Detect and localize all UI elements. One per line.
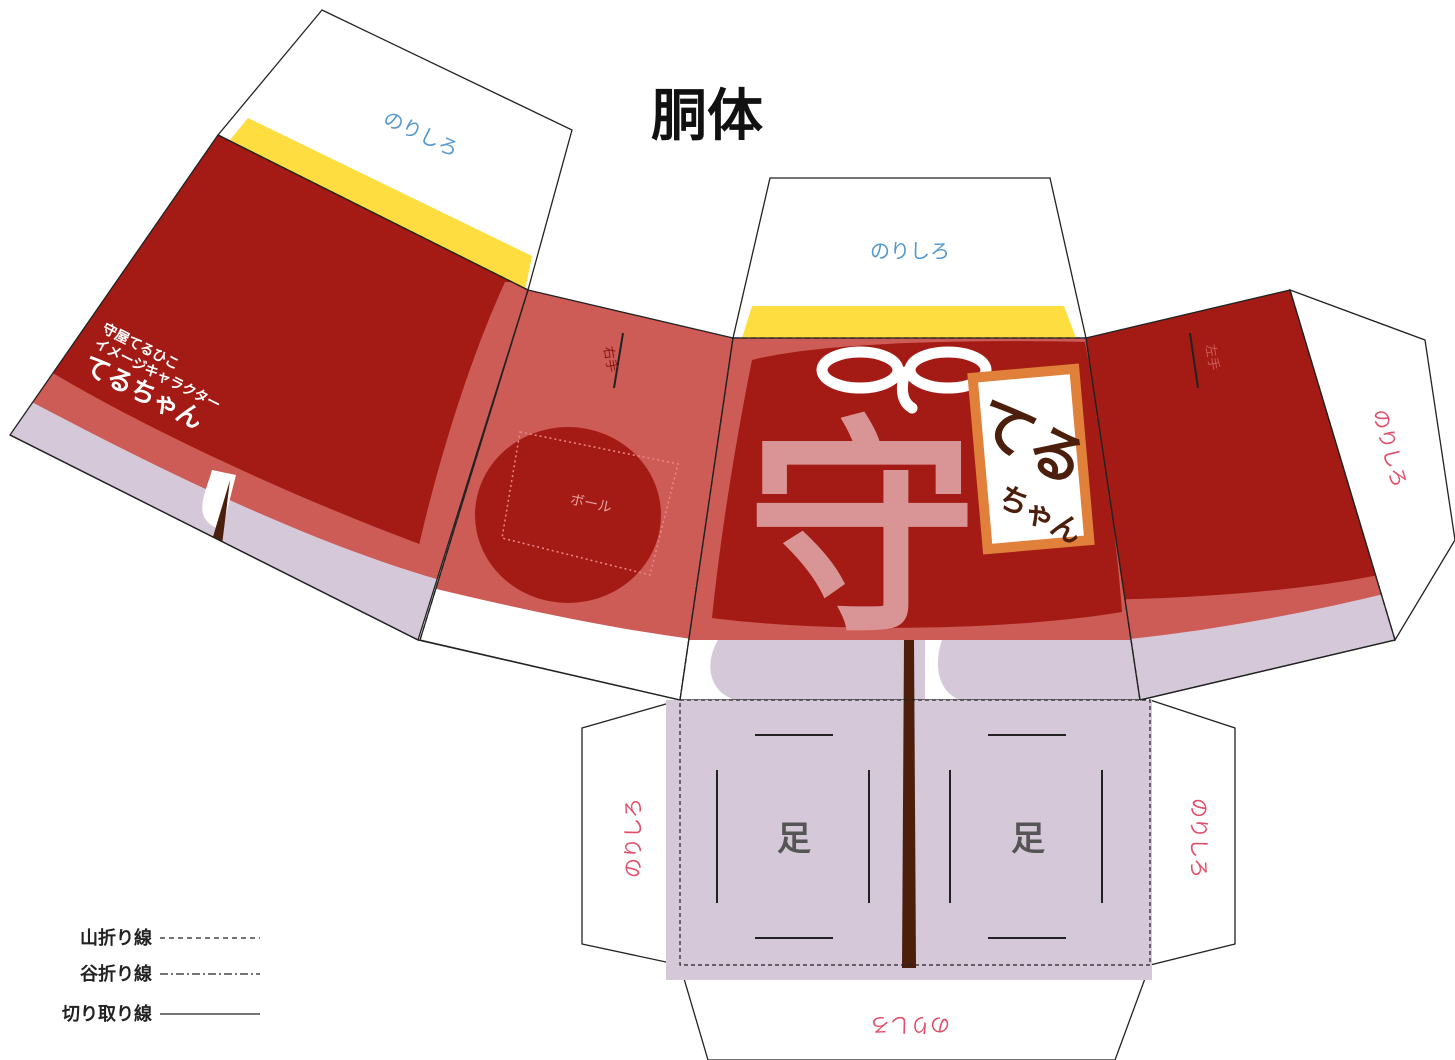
- yellow-band-left: [230, 118, 532, 290]
- leg-split-cut: [902, 640, 916, 968]
- ball-placement-guide: [501, 431, 679, 576]
- line-legend: 山折り線 谷折り線 切り取り線: [62, 927, 260, 1025]
- glue-label-top-center: のりしろ: [870, 239, 950, 263]
- legend-cut-label: 切り取り線: [62, 1003, 152, 1025]
- legend-mountain-label: 山折り線: [80, 927, 152, 949]
- foot-slot-marks: [716, 734, 1103, 939]
- legend-valley-label: 谷折り線: [80, 963, 152, 985]
- fold-lines: [217, 134, 1396, 701]
- left-hand-slot: [1189, 332, 1199, 389]
- cut-outline: [9, 434, 1396, 701]
- foot-label-right: 足: [1011, 819, 1045, 859]
- teru-chan-badge: てる ちゃん: [964, 363, 1098, 555]
- glue-label-foot-right: のりしろ: [1187, 798, 1211, 878]
- glue-label-foot-left: のりしろ: [621, 798, 645, 878]
- title: 胴体: [651, 84, 763, 149]
- right-hand-slot: [613, 332, 624, 389]
- big-kanji: 守: [747, 398, 977, 665]
- left-hand-label: 左手: [1202, 343, 1221, 371]
- mizuhiki-knot-icon: [816, 346, 992, 414]
- foot-label-left: 足: [777, 819, 811, 859]
- glue-label-foot-bottom: のりしろ: [870, 1013, 950, 1037]
- right-hand-label: 右手: [600, 345, 619, 373]
- yellow-band-center: [742, 306, 1076, 338]
